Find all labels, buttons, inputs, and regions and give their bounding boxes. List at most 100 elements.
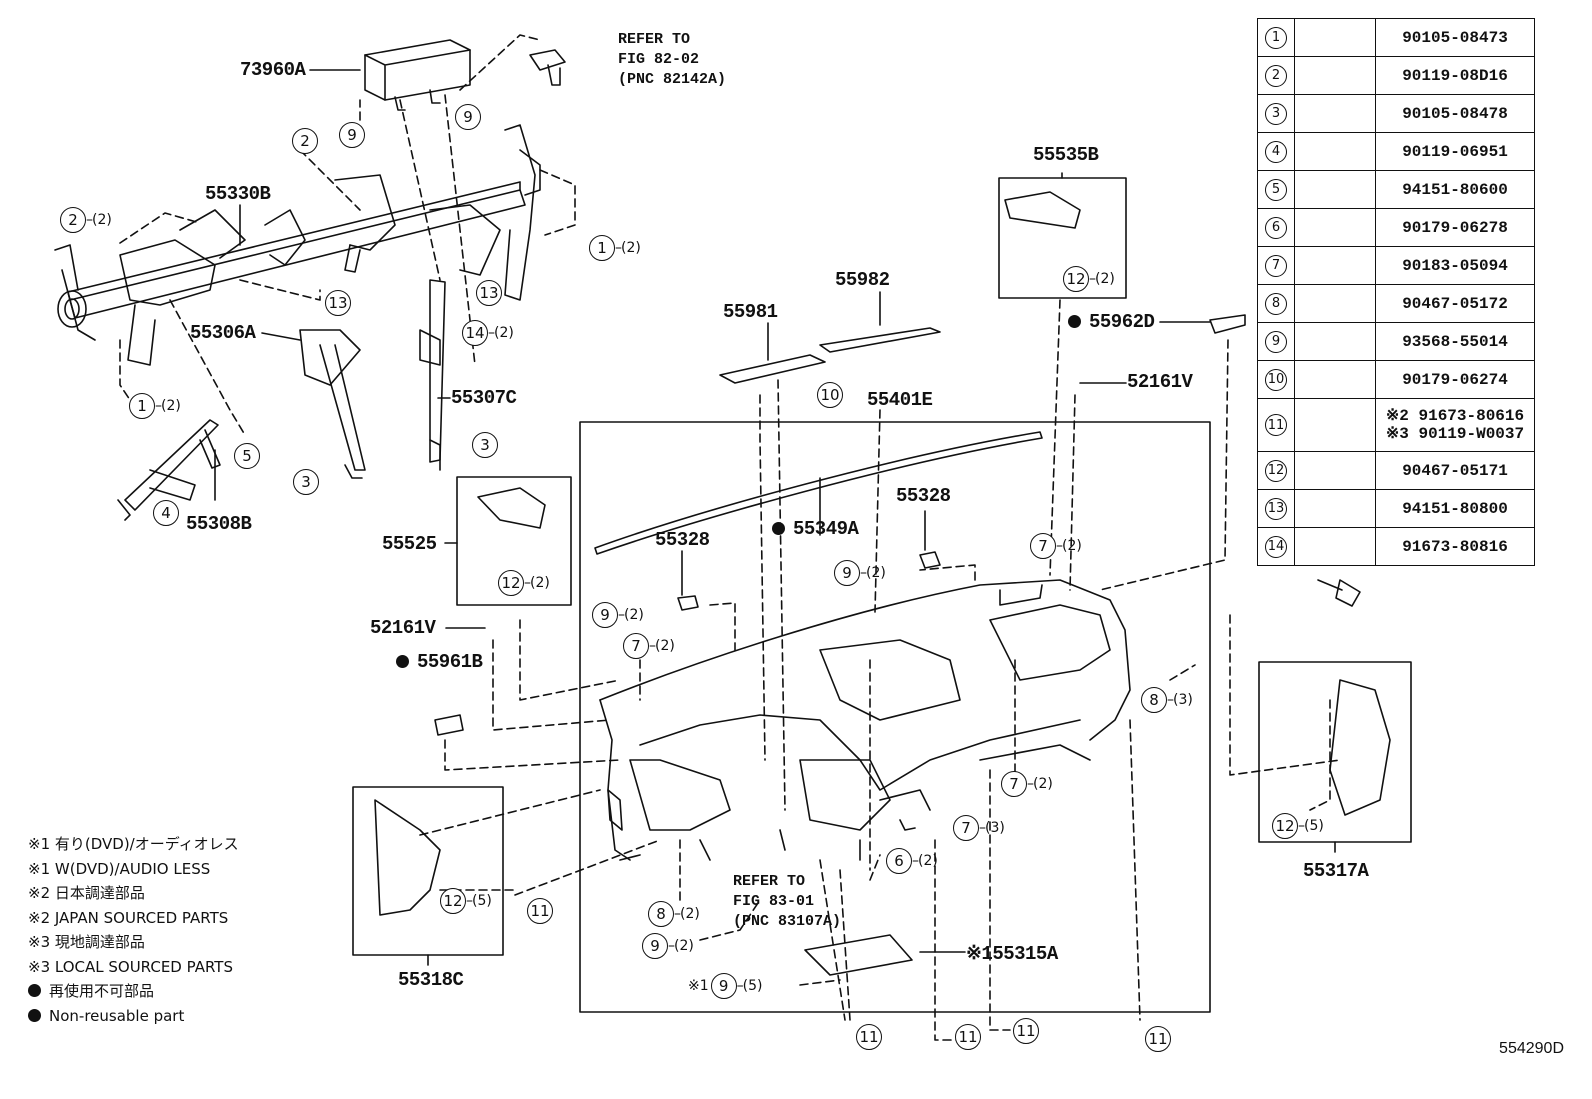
legend-item: ※1 有り(DVD)/オーディオレス [28, 835, 239, 853]
part-label-73960a: 73960A [240, 59, 306, 81]
callout-11-c: 11 [955, 1024, 981, 1050]
bolt-icon [1294, 94, 1376, 133]
defroster-grille-drawing [434, 314, 1246, 976]
callout-7-qty-2-c: 7–(2) [1001, 771, 1053, 797]
non-reusable-marker [772, 522, 785, 535]
part-label-55525: 55525 [382, 533, 437, 555]
reinforcement-beam-drawing [54, 124, 541, 521]
bolt-icon [1294, 398, 1376, 452]
part-label-55962d: 55962D [1068, 312, 1155, 332]
bolt-icon [1294, 56, 1376, 95]
box-55401e [579, 421, 1211, 1013]
callout-3-b: 3 [472, 432, 498, 458]
part-label-55317a: 55317A [1303, 860, 1369, 882]
callout-9-qty-2-c: 9–(2) [642, 933, 694, 959]
part-label-55328-a: 55328 [896, 485, 951, 507]
part-label-55330b: 55330B [205, 183, 271, 205]
callout-11-d: 11 [1013, 1018, 1039, 1044]
callout-2: 2 [292, 128, 318, 154]
part-label-55982: 55982 [835, 269, 890, 291]
legend-item: 再使用不可部品 [28, 979, 239, 1004]
non-reusable-marker [1068, 315, 1081, 328]
legend-item: ※3 LOCAL SOURCED PARTS [28, 957, 233, 976]
callout-1-qty-2-right: 1–(2) [589, 235, 641, 261]
callout-12-qty-2-55525: 12–(2) [498, 570, 550, 596]
callout-13-b: 13 [476, 280, 502, 306]
legend-item: Non-reusable part [28, 1004, 239, 1029]
callout-7-qty-2-a: 7–(2) [623, 633, 675, 659]
push-clip-icon [1294, 284, 1376, 323]
part-label-55401e: 55401E [867, 389, 933, 411]
part-label-55328-b: 55328 [655, 529, 710, 551]
fastener-row: 11※2 91673-80616※3 90119-W0037 [1257, 398, 1535, 452]
callout-8-qty-2: 8–(2) [648, 901, 700, 927]
part-label-52161v-left: 52161V [370, 617, 436, 639]
callout-12-qty-5-55317a: 12–(5) [1272, 813, 1324, 839]
clip-icon [1294, 246, 1376, 285]
part-label-55349a: 55349A [772, 519, 859, 539]
callout-9-qty-2-b: 9–(2) [592, 602, 644, 628]
nut-icon [1294, 170, 1376, 209]
bolt-icon [1294, 18, 1376, 57]
callout-12-qty-2-55535b: 12–(2) [1063, 266, 1115, 292]
non-reusable-marker [396, 655, 409, 668]
nut-icon [1294, 360, 1376, 399]
bolt-icon [1294, 132, 1376, 171]
callout-11-a: 11 [527, 898, 553, 924]
callout-12-qty-5-55318c: 12–(5) [440, 888, 492, 914]
part-label-55961b: 55961B [396, 652, 483, 672]
non-reusable-marker [28, 1008, 41, 1022]
bolt-icon [1294, 527, 1376, 566]
legend-item: ※2 JAPAN SOURCED PARTS [28, 908, 229, 927]
reference-note-top: REFER TO FIG 82-02 (PNC 82142A) [618, 31, 727, 88]
callout-11-e: 11 [1145, 1026, 1171, 1052]
callout-7-qty-3: 7–(3) [953, 815, 1005, 841]
part-label-55307c: 55307C [451, 387, 517, 409]
part-label-55535b: 55535B [1033, 144, 1099, 166]
diagram-code: 554290D [1499, 1040, 1564, 1057]
callout-8-qty-3: 8–(3) [1141, 687, 1193, 713]
instrument-panel-drawing [594, 431, 1131, 861]
callout-3-a: 3 [293, 469, 319, 495]
callout-13-a: 13 [325, 290, 351, 316]
nut-icon [1294, 489, 1376, 528]
legend-item: ※2 日本調達部品 [28, 884, 145, 902]
callout-7-qty-2-b: 7–(2) [1030, 533, 1082, 559]
callout-5: 5 [234, 443, 260, 469]
part-label-55318c: 55318C [398, 969, 464, 991]
clip-nut-icon [1294, 208, 1376, 247]
reference-note-bottom: REFER TO FIG 83-01 (PNC 83107A) [733, 873, 842, 930]
legend-item: ※1 W(DVD)/AUDIO LESS [28, 859, 211, 878]
part-label-55981: 55981 [723, 301, 778, 323]
airbag-module-drawing [364, 39, 471, 111]
callout-11-b: 11 [856, 1024, 882, 1050]
label-leaders [214, 69, 1336, 966]
callout-4: 4 [153, 500, 179, 526]
callout-9-b: 9 [455, 104, 481, 130]
callout-14-qty-2: 14–(2) [462, 320, 514, 346]
part-label-52161v-right: 52161V [1127, 371, 1193, 393]
box-55525 [456, 476, 572, 606]
legend-item: ※3 現地調達部品 [28, 933, 145, 951]
part-label-55306a: 55306A [190, 322, 256, 344]
callout-2-qty-2: 2–(2) [60, 207, 112, 233]
callout-1-qty-2-left: 1–(2) [129, 393, 181, 419]
connector-drawing [529, 49, 566, 86]
screw-icon [1294, 322, 1376, 361]
legend: ※1 有り(DVD)/オーディオレス ※1 W(DVD)/AUDIO LESS … [28, 832, 239, 1028]
